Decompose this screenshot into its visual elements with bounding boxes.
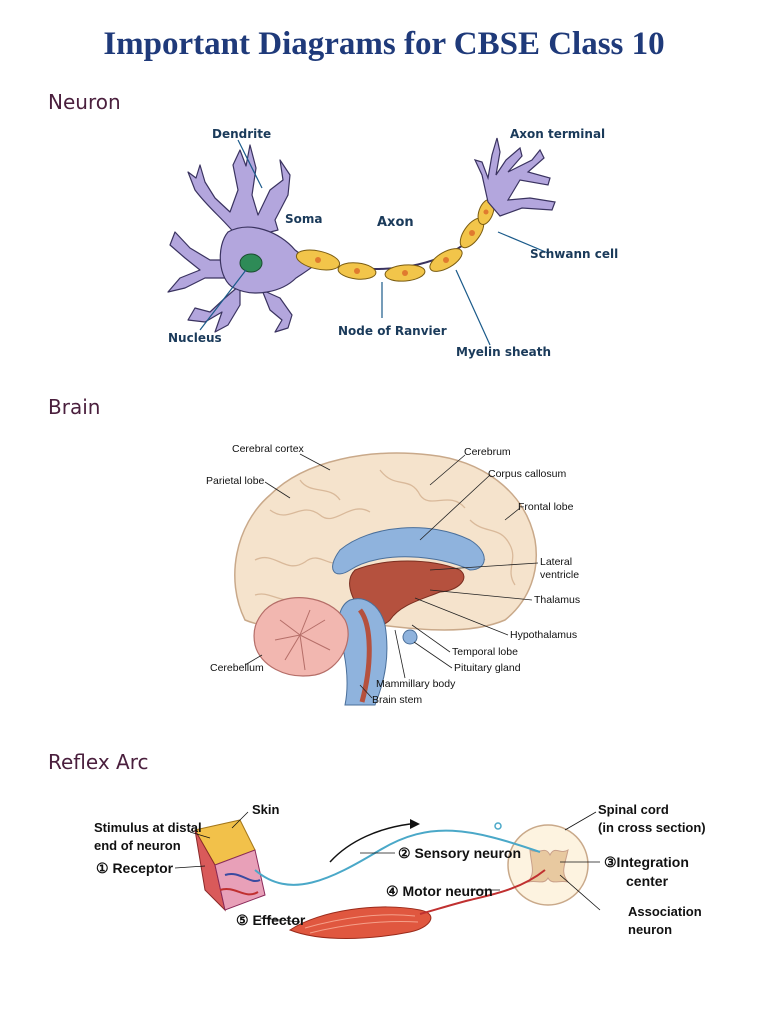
page-title: Important Diagrams for CBSE Class 10 (103, 26, 665, 62)
label-cerebrum: Cerebrum (464, 446, 511, 458)
brain-gyri (254, 469, 516, 601)
reflex-arc-heading: Reflex Arc (48, 750, 149, 774)
label-stimulus-1: Stimulus at distal (94, 820, 202, 835)
label-stimulus-2: end of neuron (94, 838, 181, 853)
label-soma: Soma (285, 212, 323, 226)
neuron-soma (219, 226, 320, 294)
neuron-axon-terminal-branches (473, 137, 556, 217)
label-axon-terminal: Axon terminal (510, 127, 605, 141)
label-lateral-ventricle-1: Lateral (540, 556, 572, 568)
label-temporal-lobe: Temporal lobe (452, 646, 518, 658)
label-spinal-cord-1: Spinal cord (598, 802, 669, 817)
label-frontal-lobe: Frontal lobe (518, 501, 574, 513)
reflex-arc-diagram: Skin Stimulus at distal end of neuron ① … (94, 802, 706, 939)
brain-pituitary (402, 629, 418, 645)
label-effector: ⑤ Effector (236, 912, 306, 928)
neuron-myelin-segments (295, 199, 495, 282)
label-cerebral-cortex: Cerebral cortex (232, 443, 305, 455)
label-cerebellum: Cerebellum (210, 662, 264, 674)
reflex-muscle (288, 906, 432, 939)
label-lateral-ventricle-2: ventricle (540, 569, 579, 581)
label-mammillary-body: Mammillary body (376, 678, 456, 690)
label-integration-1: ③Integration (604, 854, 689, 870)
reflex-skin-block (194, 819, 266, 912)
brain-heading: Brain (48, 395, 101, 419)
brain-diagram: Cerebral cortex Cerebrum Corpus callosum… (206, 443, 580, 706)
reflex-motor-neuron-path (419, 869, 546, 915)
label-dendrite: Dendrite (212, 127, 271, 141)
brain-cerebellum (253, 597, 349, 677)
label-spinal-cord-2: (in cross section) (598, 820, 706, 835)
label-axon: Axon (377, 215, 414, 230)
label-brain-stem: Brain stem (372, 694, 422, 706)
label-integration-2: center (626, 873, 669, 889)
label-myelin-sheath: Myelin sheath (456, 345, 551, 359)
label-receptor: ① Receptor (96, 860, 174, 876)
reflex-direction-arrow (329, 823, 411, 863)
reflex-spinal-cord (507, 824, 589, 906)
label-nucleus: Nucleus (168, 331, 222, 345)
label-schwann-cell: Schwann cell (530, 247, 618, 261)
brain-corpus-callosum (332, 527, 485, 575)
neuron-heading: Neuron (48, 90, 121, 114)
neuron-nucleus (239, 253, 263, 273)
label-motor-neuron: ④ Motor neuron (386, 883, 493, 899)
neuron-diagram: Dendrite Axon terminal Soma Axon Schwann… (167, 127, 618, 359)
label-thalamus: Thalamus (534, 594, 580, 606)
brain-arbor-vitae (274, 609, 331, 671)
label-association-2: neuron (628, 922, 672, 937)
neuron-dendrites (167, 144, 293, 333)
label-pituitary-gland: Pituitary gland (454, 662, 521, 674)
label-node-of-ranvier: Node of Ranvier (338, 324, 447, 338)
reflex-sensory-neuron-path (254, 829, 541, 886)
label-corpus-callosum: Corpus callosum (488, 468, 566, 480)
label-sensory-neuron: ② Sensory neuron (398, 845, 521, 861)
label-parietal-lobe: Parietal lobe (206, 475, 265, 487)
label-association-1: Association (628, 904, 702, 919)
label-hypothalamus: Hypothalamus (510, 629, 577, 641)
label-skin: Skin (252, 802, 280, 817)
